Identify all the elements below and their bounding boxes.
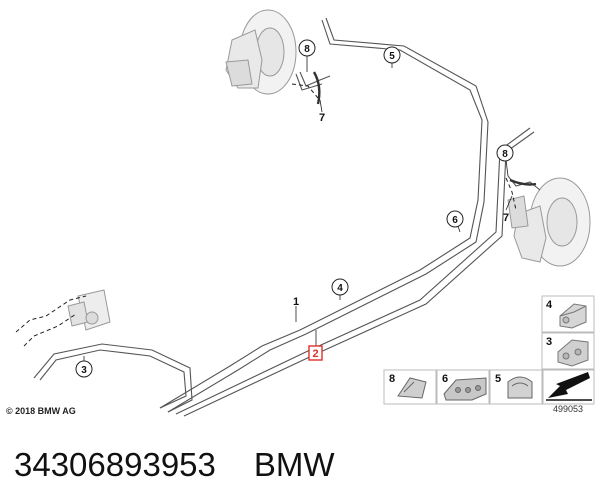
part-number: 34306893953 xyxy=(14,446,216,483)
svg-text:2: 2 xyxy=(312,348,318,360)
callout-7-right: 7 xyxy=(503,212,509,224)
svg-text:3: 3 xyxy=(81,365,87,376)
legend-grommet-5 xyxy=(507,376,533,399)
callout-4: 4 xyxy=(331,278,349,296)
callout-7-top: 7 xyxy=(319,112,325,124)
legend-labels: 4 3 8 6 5 xyxy=(389,299,553,385)
callout-3: 3 xyxy=(75,360,93,378)
brake-disc-top xyxy=(225,9,297,95)
legend-clip-4 xyxy=(559,303,587,329)
legend-bracket-8 xyxy=(397,377,427,399)
callout-8-right: 8 xyxy=(496,144,514,162)
svg-text:7: 7 xyxy=(503,212,509,224)
bracket-assembly-left xyxy=(67,289,111,331)
svg-text:6: 6 xyxy=(442,373,448,385)
legend-clip-3 xyxy=(557,339,589,367)
svg-text:8: 8 xyxy=(389,373,395,385)
callout-6: 6 xyxy=(446,210,464,228)
copyright-notice: © 2018 BMW AG xyxy=(6,406,76,416)
svg-text:8: 8 xyxy=(502,149,508,160)
callout-5: 5 xyxy=(383,46,401,64)
svg-text:7: 7 xyxy=(319,112,325,124)
brake-hose-right xyxy=(509,178,537,186)
callout-1: 1 xyxy=(293,296,299,308)
svg-text:5: 5 xyxy=(495,373,501,385)
brake-disc-right xyxy=(507,177,591,267)
callout-8-top: 8 xyxy=(298,39,316,57)
svg-text:4: 4 xyxy=(546,299,553,311)
leader-dashes xyxy=(15,83,517,347)
arrow-icon xyxy=(546,372,592,401)
image-number: 499053 xyxy=(553,404,584,414)
leader-lines xyxy=(83,55,513,368)
svg-text:4: 4 xyxy=(337,283,343,294)
brake-hose-top xyxy=(312,71,321,105)
svg-text:8: 8 xyxy=(304,44,310,55)
legend-clip-6 xyxy=(443,377,487,401)
part-caption: 34306893953 BMW xyxy=(14,440,594,490)
svg-text:1: 1 xyxy=(293,296,299,308)
svg-text:6: 6 xyxy=(452,215,458,226)
callout-2-highlighted: 2 xyxy=(308,345,323,361)
svg-text:3: 3 xyxy=(546,336,552,348)
brake-line-diagram: 8 5 7 8 6 7 4 1 2 3 xyxy=(15,9,595,417)
brand-name: BMW xyxy=(253,446,335,483)
svg-text:5: 5 xyxy=(389,51,395,62)
